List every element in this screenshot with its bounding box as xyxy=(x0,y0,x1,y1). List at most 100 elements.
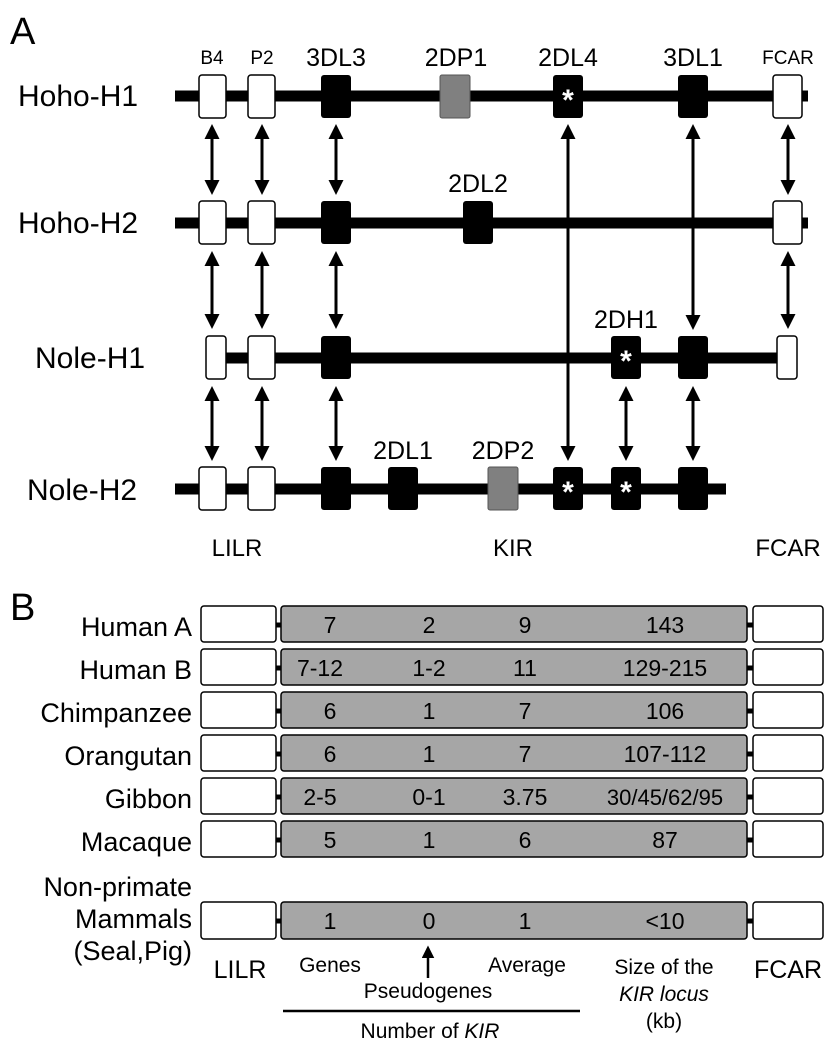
haplotype-name: Nole-H2 xyxy=(27,474,137,507)
gene-fcar xyxy=(776,335,798,380)
locus-size-value: 87 xyxy=(652,827,678,853)
gene-3dl1 xyxy=(678,336,708,379)
genes-value: 2-5 xyxy=(303,784,336,810)
species-row-chimpanzee: Chimpanzee 6 1 7 106 xyxy=(40,691,824,729)
gene-2dp1 xyxy=(439,74,471,119)
gene-p2 xyxy=(247,200,276,245)
footer-genes: Genes xyxy=(299,954,361,977)
haplotype-hoho-h1: Hoho-H1 * xyxy=(18,74,808,119)
species-row-macaque: Macaque 5 1 6 87 xyxy=(81,820,824,858)
label-2dp2: 2DP2 xyxy=(472,437,535,465)
asterisk-2dh1: * xyxy=(620,345,632,378)
kir-locus-box xyxy=(280,691,748,729)
species-row-human-a: Human A 7 2 9 143 xyxy=(81,605,824,643)
gene-2dl4 xyxy=(553,75,583,118)
footer-size-line-1: Size of the xyxy=(614,956,713,979)
label-lilr-a: LILR xyxy=(212,535,263,562)
fcar-box xyxy=(752,648,824,686)
genes-value: 1 xyxy=(324,908,337,934)
lilr-box xyxy=(200,648,277,686)
genes-value: 6 xyxy=(324,698,337,724)
haplotype-name: Nole-H1 xyxy=(35,342,145,375)
fcar-box xyxy=(752,777,824,815)
gene-3dl3 xyxy=(321,75,351,118)
label-3dl3: 3DL3 xyxy=(306,44,366,72)
locus-size-value: 106 xyxy=(646,698,684,724)
pseudogenes-value: 1 xyxy=(423,698,436,724)
panel-a: A B4 P2 3DL3 2DP1 2DL4 3DL1 FCAR Hoho-H1… xyxy=(10,11,821,562)
pseudogenes-value: 0-1 xyxy=(412,784,445,810)
label-fcar-top: FCAR xyxy=(762,48,814,69)
gene-fcar xyxy=(772,200,803,245)
pseudogenes-value: 2 xyxy=(423,612,436,638)
asterisk-2dh1: * xyxy=(620,476,632,509)
locus-size-value: <10 xyxy=(645,908,684,934)
fcar-box xyxy=(752,734,824,772)
lilr-box xyxy=(200,734,277,772)
haplotype-name: Hoho-H1 xyxy=(18,80,138,113)
average-value: 9 xyxy=(519,612,532,638)
species-name: Gibbon xyxy=(105,784,192,814)
gene-2dl4 xyxy=(553,467,583,510)
kir-locus-box xyxy=(280,820,748,858)
fcar-box xyxy=(752,605,824,643)
pseudogenes-value: 1 xyxy=(423,741,436,767)
gene-2dp2 xyxy=(487,466,519,511)
gene-2dh1 xyxy=(611,336,641,379)
gene-p2 xyxy=(247,466,276,511)
panel-b: B Human A 7 2 9 143 Human B 7-12 1-2 11 … xyxy=(10,587,824,1043)
footer-pseudogenes: Pseudogenes xyxy=(364,980,492,1003)
lilr-box xyxy=(200,605,277,643)
label-2dl2: 2DL2 xyxy=(448,170,508,198)
asterisk-2dl4: * xyxy=(562,476,574,509)
haplotype-name: Hoho-H2 xyxy=(18,207,138,240)
gene-2dh1 xyxy=(611,467,641,510)
species-name: Human A xyxy=(81,612,192,642)
haplotype-nole-h1: Nole-H1 2DH1 * xyxy=(35,306,798,380)
gene-b4 xyxy=(198,200,227,245)
species-name: Orangutan xyxy=(64,741,192,771)
locus-size-value: 30/45/62/95 xyxy=(607,785,723,810)
asterisk-2dl4: * xyxy=(562,84,574,117)
gene-2dl1 xyxy=(388,467,418,510)
pseudogenes-value: 1-2 xyxy=(412,655,445,681)
label-3dl1: 3DL1 xyxy=(663,44,723,72)
gene-3dl1 xyxy=(678,75,708,118)
label-2dl1: 2DL1 xyxy=(373,437,433,465)
gene-3dl3 xyxy=(321,336,351,379)
genes-value: 7-12 xyxy=(297,655,343,681)
average-value: 6 xyxy=(519,827,532,853)
footer-lilr: LILR xyxy=(214,956,267,984)
average-value: 7 xyxy=(519,741,532,767)
gene-fcar xyxy=(772,74,803,119)
label-b4: B4 xyxy=(200,48,224,69)
gene-p2 xyxy=(247,335,276,380)
gene-b4 xyxy=(198,74,227,119)
gene-p2 xyxy=(247,74,276,119)
label-2dl4: 2DL4 xyxy=(538,44,598,72)
number-of-prefix: Number of xyxy=(361,1020,465,1043)
genes-value: 5 xyxy=(324,827,337,853)
species-name: Human B xyxy=(79,655,192,685)
species-row-gibbon: Gibbon 2-5 0-1 3.75 30/45/62/95 xyxy=(105,777,824,815)
panel-b-footer: LILR Genes Pseudogenes Average Size of t… xyxy=(214,945,822,1043)
label-2dh1: 2DH1 xyxy=(594,306,658,334)
locus-size-value: 129-215 xyxy=(623,655,707,681)
species-row-orangutan: Orangutan 6 1 7 107-112 xyxy=(64,734,824,772)
kir-locus-box xyxy=(280,734,748,772)
species-name-line-1: Non-primate xyxy=(43,872,192,902)
kir-locus-box xyxy=(280,648,748,686)
orthology-arrows xyxy=(204,124,796,461)
fcar-box xyxy=(752,901,824,940)
locus-size-value: 107-112 xyxy=(624,741,707,767)
panel-a-label: A xyxy=(10,11,36,53)
panel-b-label: B xyxy=(10,587,35,629)
kir-locus-box xyxy=(280,777,748,815)
label-fcar-a: FCAR xyxy=(755,535,820,562)
average-value: 3.75 xyxy=(503,784,548,810)
footer-size-line-3: (kb) xyxy=(646,1010,682,1033)
species-name: Macaque xyxy=(81,827,192,857)
gene-3dl3 xyxy=(321,201,351,244)
haplotype-hoho-h2: Hoho-H2 2DL2 xyxy=(18,170,808,245)
